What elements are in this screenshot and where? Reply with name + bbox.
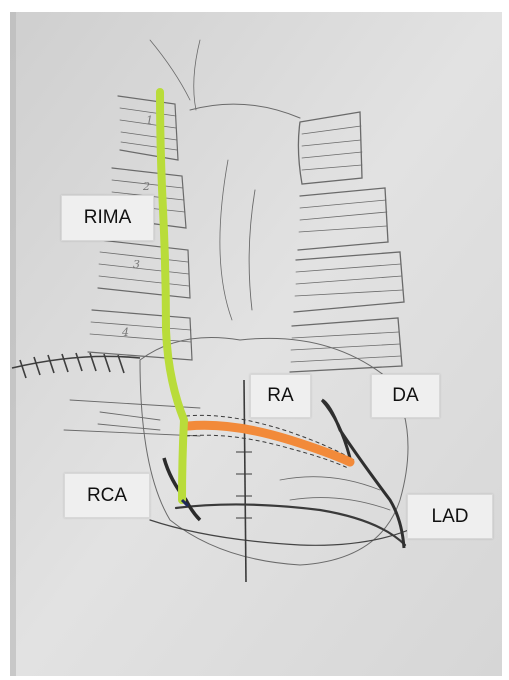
- paper-sheet: [10, 12, 502, 676]
- rib-number-1: 1: [146, 114, 153, 127]
- da-label: DA: [371, 374, 440, 418]
- lad-label: LAD: [407, 494, 493, 539]
- rima-label: RIMA: [61, 195, 154, 241]
- rib-number-3: 3: [133, 258, 140, 271]
- rib-number-2: 2: [142, 180, 150, 193]
- rib-number-4: 4: [121, 326, 129, 339]
- ra-label: RA: [250, 374, 311, 418]
- rca-label: RCA: [64, 473, 150, 518]
- paper-shadow: [10, 12, 16, 676]
